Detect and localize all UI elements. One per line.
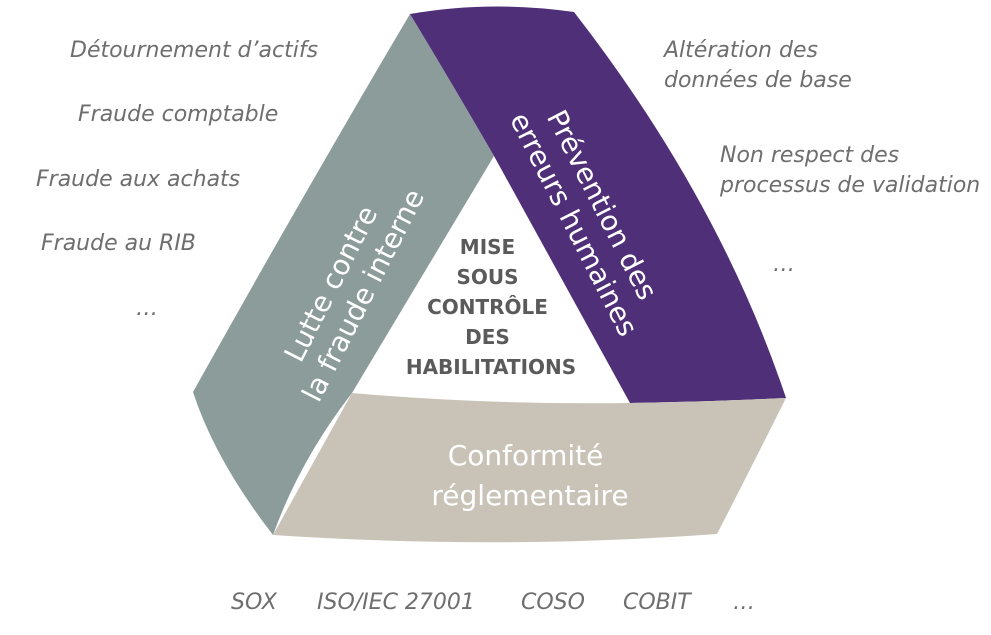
left-item-ellipsis: … — [136, 296, 158, 321]
bottom-item-cobit: COBIT — [623, 590, 691, 615]
left-item-fraude-comptable: Fraude comptable — [78, 102, 279, 127]
center-line-1: MISE — [460, 235, 515, 259]
right-item-non-respect: Non respect des processus de validation — [720, 143, 981, 198]
center-line-5: HABILITATIONS — [406, 355, 576, 379]
bottom-item-coso: COSO — [521, 590, 585, 615]
segment-bottom-band — [273, 393, 786, 543]
segment-right-band — [410, 6, 786, 403]
center-line-4: DES — [465, 325, 510, 349]
left-item-fraude-achats: Fraude aux achats — [36, 167, 241, 192]
center-line-3: CONTRÔLE — [427, 295, 548, 319]
segment-bottom-line-1: Conformité — [448, 439, 604, 472]
bottom-item-iso: ISO/IEC 27001 — [317, 590, 475, 615]
left-item-detournement: Détournement d’actifs — [70, 38, 319, 63]
right-item-ellipsis: … — [773, 252, 795, 277]
bottom-item-sox: SOX — [231, 590, 277, 615]
bottom-item-ellipsis: … — [733, 590, 755, 615]
center-label: MISE SOUS CONTRÔLE DES HABILITATIONS — [406, 235, 576, 379]
segment-bottom-line-2: réglementaire — [431, 479, 628, 512]
center-line-2: SOUS — [456, 265, 518, 289]
segment-left-band — [193, 14, 494, 535]
right-item-alteration: Altération des données de base — [664, 38, 852, 93]
left-item-fraude-rib: Fraude au RIB — [41, 231, 196, 256]
segment-bottom-label: Conformité réglementaire — [431, 439, 628, 512]
